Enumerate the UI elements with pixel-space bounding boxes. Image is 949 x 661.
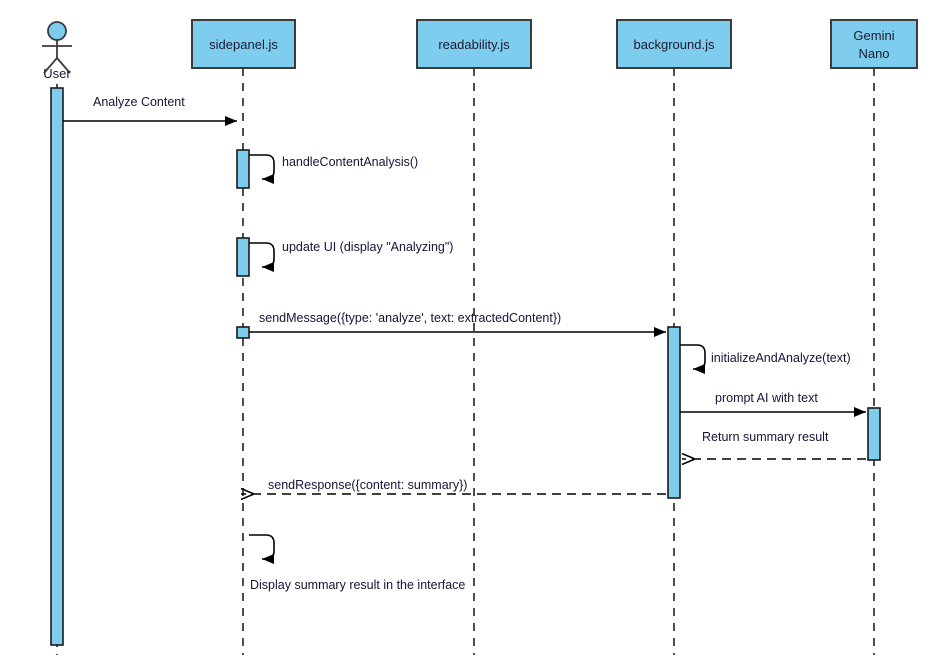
actor-head-icon: [47, 21, 67, 41]
message-msg-send-message[interactable]: sendMessage({type: 'analyze', text: extr…: [249, 311, 666, 337]
message-label-msg-initialize-and-analyze: initializeAndAnalyze(text): [711, 351, 851, 365]
message-msg-prompt-ai[interactable]: prompt AI with text: [680, 391, 866, 417]
message-label-msg-analyze-content: Analyze Content: [93, 95, 185, 109]
activation-bar-act-gemini-1: [867, 407, 881, 461]
message-arrow-msg-initialize-and-analyze: [680, 344, 706, 374]
participant-label-background: background.js: [634, 37, 715, 52]
participant-label-gemini: Gemini: [853, 28, 894, 43]
message-msg-initialize-and-analyze[interactable]: initializeAndAnalyze(text): [680, 344, 851, 374]
message-label-msg-send-message: sendMessage({type: 'analyze', text: extr…: [259, 311, 561, 325]
participant-readability[interactable]: readability.js: [416, 19, 532, 69]
message-msg-analyze-content[interactable]: Analyze Content: [63, 95, 237, 126]
activation-bar-act-background-1: [667, 326, 681, 499]
participant-box-gemini[interactable]: [830, 19, 918, 69]
message-arrow-msg-display-summary: [249, 534, 275, 564]
participant-box-background[interactable]: [616, 19, 732, 69]
message-arrow-msg-handle-content-analysis: [249, 154, 275, 184]
actor-leg-right-icon: [56, 57, 71, 74]
message-msg-return-summary[interactable]: Return summary result: [682, 430, 866, 459]
message-label-msg-display-summary: Display summary result in the interface: [250, 578, 465, 592]
messages-layer: Analyze Content handleContentAnalysis() up…: [63, 95, 866, 592]
message-label-msg-send-response: sendResponse({content: summary}): [268, 478, 467, 492]
participant-label-sidepanel: sidepanel.js: [209, 37, 278, 52]
actor-layer: User: [42, 21, 72, 81]
participant-box-sidepanel[interactable]: [191, 19, 296, 69]
message-msg-send-response[interactable]: sendResponse({content: summary}): [241, 478, 666, 494]
message-label-msg-handle-content-analysis: handleContentAnalysis(): [282, 155, 418, 169]
activation-bar-act-user: [50, 87, 64, 646]
activation-bar-act-sidepanel-3: [236, 326, 250, 339]
participant-box-readability[interactable]: [416, 19, 532, 69]
message-msg-display-summary[interactable]: Display summary result in the interface: [249, 534, 465, 592]
message-arrow-msg-update-ui: [249, 242, 275, 272]
actor-label: User: [43, 66, 71, 81]
message-label-msg-return-summary: Return summary result: [702, 430, 829, 444]
participant-label-readability: readability.js: [438, 37, 510, 52]
message-label-msg-prompt-ai: prompt AI with text: [715, 391, 818, 405]
actor-user[interactable]: User: [42, 21, 72, 81]
actor-leg-left-icon: [43, 57, 58, 74]
participant-background[interactable]: background.js: [616, 19, 732, 69]
message-msg-update-ui[interactable]: update UI (display "Analyzing"): [249, 240, 453, 272]
activation-bar-act-sidepanel-1: [236, 149, 250, 189]
message-label-msg-update-ui: update UI (display "Analyzing"): [282, 240, 453, 254]
message-msg-handle-content-analysis[interactable]: handleContentAnalysis(): [249, 154, 418, 184]
activations-layer: [50, 87, 881, 646]
participant-label-gemini: Nano: [858, 46, 889, 61]
activation-bar-act-sidepanel-2: [236, 237, 250, 277]
participants-layer: sidepanel.js readability.js background.js G…: [191, 19, 918, 69]
participant-sidepanel[interactable]: sidepanel.js: [191, 19, 296, 69]
